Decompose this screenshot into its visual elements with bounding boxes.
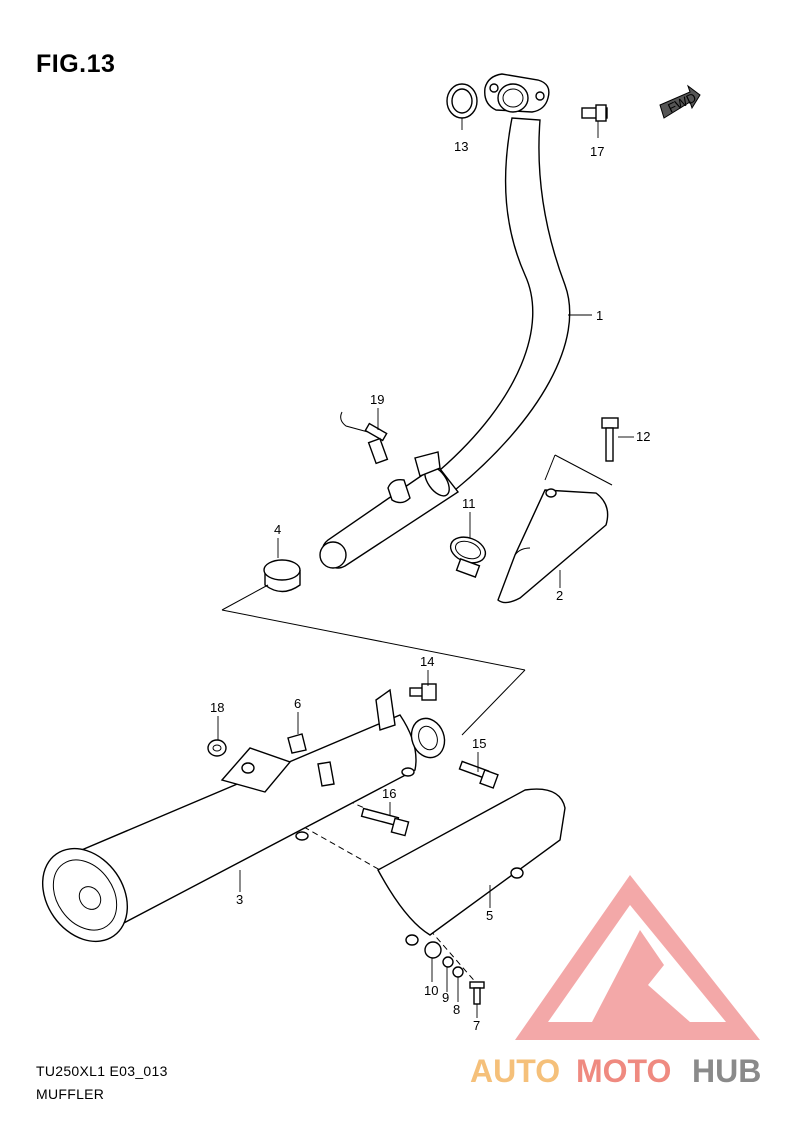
callout-15: 15 — [472, 736, 486, 751]
gasket-part — [446, 83, 478, 119]
watermark-inner-mark — [592, 930, 690, 1022]
callout-2: 2 — [556, 588, 563, 603]
callout-12: 12 — [636, 429, 650, 444]
model-code: TU250XL1 E03_013 — [36, 1063, 168, 1079]
callout-8: 8 — [453, 1002, 460, 1017]
callout-16: 16 — [382, 786, 396, 801]
bushing-part — [263, 559, 301, 593]
callout-17: 17 — [590, 144, 604, 159]
figure-title: FIG.13 — [36, 50, 116, 78]
callout-5: 5 — [486, 908, 493, 923]
callout-7: 7 — [473, 1018, 480, 1033]
bolt-12-part — [601, 417, 619, 462]
muffler-part — [41, 688, 446, 943]
leader-lines — [217, 118, 634, 1018]
exhaust-pipe-part — [319, 73, 571, 569]
watermark-text-moto: MOTO — [576, 1053, 671, 1089]
callout-19: 19 — [370, 392, 384, 407]
callout-14: 14 — [420, 654, 434, 669]
callout-3: 3 — [236, 892, 243, 907]
muffler-protector-part — [377, 788, 566, 946]
callout-18: 18 — [210, 700, 224, 715]
hardware-parts — [207, 104, 608, 1005]
diagram-name: MUFFLER — [36, 1086, 105, 1102]
watermark-triangle — [515, 875, 760, 1040]
fwd-badge: FWD — [659, 84, 701, 119]
watermark-logo — [515, 875, 760, 1040]
watermark-text-auto: AUTO — [470, 1053, 560, 1089]
oxygen-sensor-part — [340, 411, 389, 465]
pipe-heat-shield-part — [497, 488, 609, 604]
callout-6: 6 — [294, 696, 301, 711]
callout-11: 11 — [462, 496, 476, 511]
callout-4: 4 — [274, 522, 281, 537]
watermark-text-hub: HUB — [692, 1053, 761, 1089]
callout-labels: 1 2 3 4 5 6 7 8 9 10 11 12 13 14 15 16 1… — [210, 139, 650, 1033]
watermark-wordmark: AUTO MOTO HUB — [470, 1053, 761, 1089]
callout-9: 9 — [442, 990, 449, 1005]
fwd-arrow-icon — [659, 84, 701, 119]
callout-1: 1 — [596, 308, 603, 323]
callout-10: 10 — [424, 983, 438, 998]
fwd-label: FWD — [665, 90, 698, 116]
callout-13: 13 — [454, 139, 468, 154]
clamp-part — [449, 536, 487, 578]
